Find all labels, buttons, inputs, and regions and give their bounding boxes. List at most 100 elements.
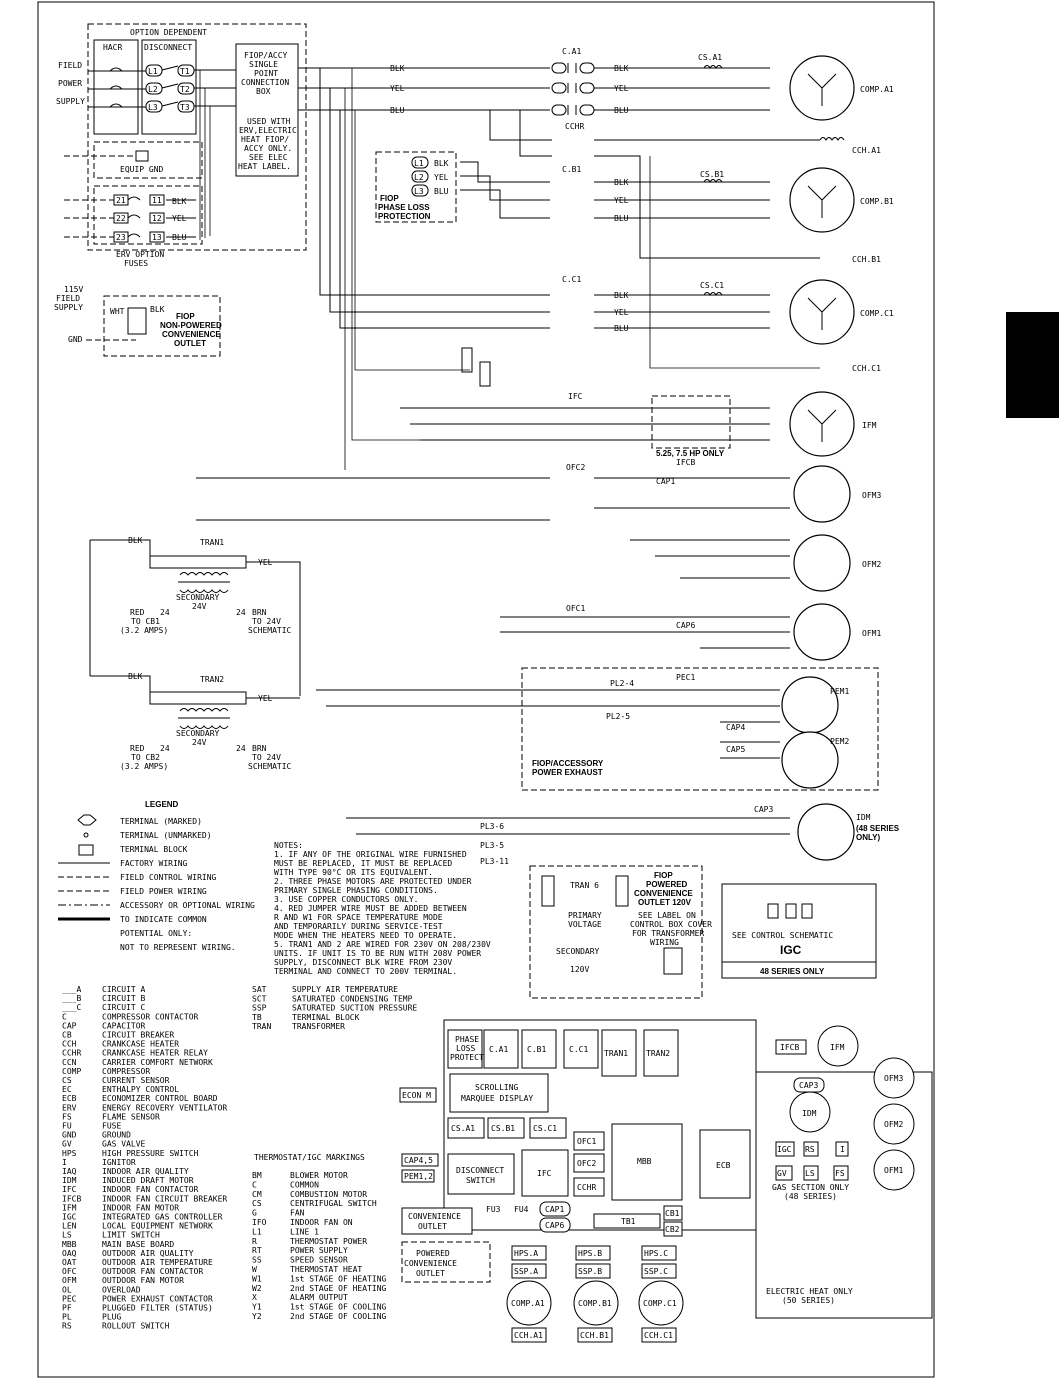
cl-sspc: SSP.C — [644, 1267, 668, 1276]
comp-c1-label: COMP.C1 — [860, 309, 894, 318]
pe-label-1: POWER EXHAUST — [532, 768, 603, 777]
ifcb-label: IFCB — [676, 458, 695, 467]
terminal-l3 — [145, 100, 163, 113]
ifm-label: IFM — [862, 421, 877, 430]
erv-yel: YEL — [172, 214, 187, 223]
legend-5: FIELD POWER WIRING — [120, 887, 207, 896]
terminal-l1-label: L1 — [148, 67, 158, 76]
cl-cb1: C.B1 — [527, 1045, 546, 1054]
cap3-label: CAP3 — [754, 805, 773, 814]
tran6-label: TRAN 6 — [570, 881, 599, 890]
cap6-label: CAP6 — [676, 621, 695, 630]
tran1-secondary: SECONDARY — [176, 593, 220, 602]
thermostat-meaning: COMBUSTION MOTOR — [290, 1190, 367, 1199]
abbrev-code: IGC — [62, 1213, 77, 1222]
cl-rs: RS — [805, 1145, 815, 1154]
tran2-24-right: 24 — [236, 744, 246, 753]
erv-term-11 — [149, 194, 165, 206]
pl-blk: BLK — [434, 159, 449, 168]
legend-0: TERMINAL (MARKED) — [120, 817, 202, 826]
tran2-red: RED — [130, 744, 145, 753]
component-layout: PHASE LOSS PROTECT C.A1 C.B1 C.C1 TRAN1 … — [399, 1019, 933, 1343]
cl-ofc1: OFC1 — [577, 1137, 596, 1146]
cc1-label: C.C1 — [562, 275, 581, 284]
cl-ls: LS — [805, 1169, 815, 1178]
thermostat-meaning: LINE 1 — [290, 1227, 319, 1236]
abbrev-code: CCH — [62, 1040, 77, 1049]
thermostat-code: SS — [252, 1256, 262, 1265]
cl-csb1: CS.B1 — [491, 1124, 515, 1133]
note-7: 4. RED JUMPER WIRE MUST BE ADDED BETWEEN — [274, 904, 467, 913]
cb1-label: C.B1 — [562, 165, 581, 174]
abbrev2-code: TB — [252, 1013, 262, 1022]
abbrev-code: PEC — [62, 1294, 77, 1303]
cl-fu4: FU4 — [514, 1205, 529, 1214]
cl-hpsb: HPS.B — [578, 1249, 602, 1258]
ifcb-box — [651, 395, 731, 449]
note-1: 1. IF ANY OF THE ORIGINAL WIRE FURNISHED — [274, 850, 467, 859]
thermostat-meaning: INDOOR FAN ON — [290, 1218, 353, 1227]
tran1-24-left: 24 — [160, 608, 170, 617]
abbrev-meaning: CARRIER COMFORT NETWORK — [102, 1058, 213, 1067]
power-exhaust-box — [521, 667, 879, 791]
tran2-to-cb: TO CB2 — [131, 753, 160, 762]
abbrev-meaning: CRANKCASE HEATER RELAY — [102, 1049, 208, 1058]
np-outlet-3: OUTLET — [174, 339, 206, 348]
tran1-label: TRAN1 — [200, 538, 224, 547]
abbrev-code: MBB — [62, 1240, 77, 1249]
cch-a1-label: CCH.A1 — [852, 146, 881, 155]
tran6-secondary-0: SECONDARY — [556, 947, 600, 956]
ofm1-motor — [793, 603, 851, 661]
cl-csa1: CS.A1 — [451, 1124, 475, 1133]
bus-blk: BLK — [390, 64, 405, 73]
phase-loss-0: FIOP — [380, 194, 399, 203]
tran6-see-3: WIRING — [650, 938, 679, 947]
note-6: 3. USE COPPER CONDUCTORS ONLY. — [274, 895, 419, 904]
erv-23: 23 — [116, 233, 126, 242]
abbrev-code: IAQ — [62, 1167, 77, 1176]
tran6-outlet-1: POWERED — [646, 880, 688, 889]
cch-b1-label: CCH.B1 — [852, 255, 881, 264]
thermostat-meaning: BLOWER MOTOR — [290, 1171, 348, 1180]
outlet-gnd-label: GND — [68, 335, 83, 344]
fiop-text-2: POINT — [254, 69, 278, 78]
ofm3-motor — [793, 465, 851, 523]
tran2-yel: YEL — [258, 694, 273, 703]
cl-gv: GV — [777, 1169, 787, 1178]
abbrev-code: OAQ — [62, 1249, 77, 1258]
terminal-l2 — [145, 82, 163, 95]
v115-label: 115V — [64, 285, 83, 294]
tran6-outlet-2: CONVENIENCE — [634, 889, 693, 898]
cl-ifcb: IFCB — [780, 1043, 799, 1052]
pem1-motor — [781, 676, 839, 734]
cch-c1-label: CCH.C1 — [852, 364, 881, 373]
cl-ofm2: OFM2 — [884, 1120, 903, 1129]
abbrev-meaning: POWER EXHAUST CONTACTOR — [102, 1294, 213, 1303]
abbrev-meaning: CIRCUIT BREAKER — [102, 1031, 174, 1040]
cl-cap3: CAP3 — [799, 1081, 818, 1090]
abbrev-meaning: FUSE — [102, 1122, 121, 1131]
cl-pow-0: POWERED — [416, 1249, 450, 1258]
thermostat-meaning: COMMON — [290, 1180, 319, 1189]
pl-yel: YEL — [434, 173, 449, 182]
cb1-blk: BLK — [614, 178, 629, 187]
tran1 — [89, 539, 301, 696]
phase-loss-1: PHASE LOSS — [378, 203, 430, 212]
cl-cchr: CCHR — [577, 1183, 596, 1192]
cl-cap45: CAP4,5 — [404, 1156, 433, 1165]
tran2-amps: (3.2 AMPS) — [120, 762, 168, 771]
thermostat-code: CM — [252, 1190, 262, 1199]
cchr-label: CCHR — [565, 122, 584, 131]
abbrev-meaning: INDOOR FAN MOTOR — [102, 1203, 179, 1212]
erv-22: 22 — [116, 214, 126, 223]
thermostat-meaning: POWER SUPPLY — [290, 1246, 348, 1255]
abbrev-code: OL — [62, 1285, 72, 1294]
legend-2: TERMINAL BLOCK — [120, 845, 188, 854]
abbrev-meaning: ENERGY RECOVERY VENTILATOR — [102, 1103, 227, 1112]
abbrev-code: CCHR — [62, 1049, 81, 1058]
used-with-5: HEAT LABEL. — [238, 162, 291, 171]
thermostat-meaning: THERMOSTAT POWER — [290, 1237, 367, 1246]
ca1-blu: BLU — [614, 106, 629, 115]
option-dependent-box — [87, 23, 307, 251]
legend-7: TO INDICATE COMMON — [120, 915, 207, 924]
